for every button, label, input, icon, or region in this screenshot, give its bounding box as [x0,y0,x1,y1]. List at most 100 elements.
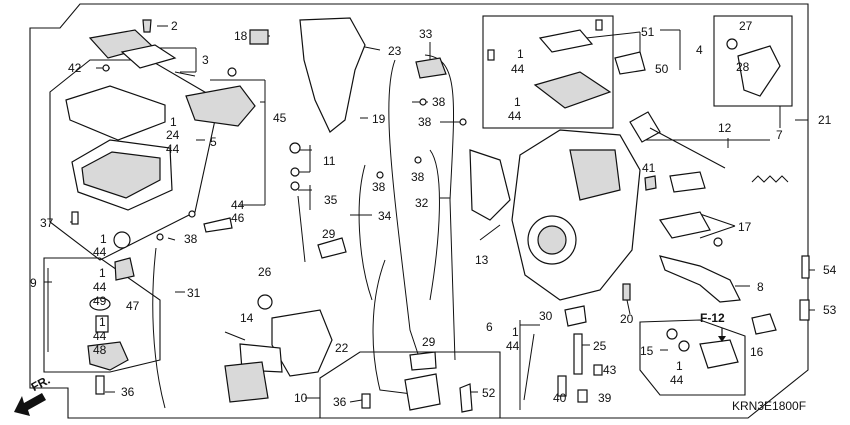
sensor-plug [669,171,706,193]
callout-44-a: 44 [166,142,180,156]
callout-35: 35 [324,193,338,207]
hot-start-valve [404,373,441,411]
callout-28: 28 [736,60,750,74]
callout-40: 40 [553,391,567,405]
callout-1-a: 1 [170,115,177,129]
plug-53 [799,299,810,321]
body-top [569,149,621,201]
bracket-29-a [317,237,347,259]
callout-numbers: 2 3 42 1 24 44 5 37 1 44 44 46 45 38 9 1… [30,19,837,409]
callout-38-b: 38 [432,95,446,109]
callout-14: 14 [240,311,254,325]
float-chamber-gasket [65,85,166,141]
callout-23: 23 [388,44,402,58]
elbow-8 [659,255,741,303]
hot-start-frame [319,351,501,419]
callout-7: 7 [776,128,783,142]
screw-36-lower [95,375,105,395]
screw-18 [249,29,269,45]
top-cover-frame [482,15,614,129]
callout-1-d: 1 [99,315,106,329]
callout-44-e: 44 [93,329,107,343]
callout-26: 26 [258,265,272,279]
cable-cover [299,17,366,133]
callout-30: 30 [539,309,553,323]
intake-flange [271,309,333,377]
callout-33: 33 [419,27,433,41]
connector-17 [659,211,711,239]
vent-fitting [142,19,152,33]
callout-10: 10 [294,391,308,405]
throttle-link-frame [713,15,793,107]
drain-plug [71,211,79,225]
washer [188,210,196,218]
jet-needle-frame [43,257,161,373]
callout-29-a: 29 [322,227,336,241]
top-cover-gasket [533,71,612,109]
jet-40 [557,375,567,397]
callout-53: 53 [823,303,837,317]
callout-1-e: 1 [517,47,524,61]
clip-38-b [459,118,467,126]
screw-small [102,64,110,72]
o-ring-11 [289,142,301,154]
callout-44-d: 44 [93,280,107,294]
throttle-plate [185,85,256,127]
fitting-16 [751,313,777,335]
vent-cap [120,44,177,69]
diagram-code: KRN3E1800F [732,399,806,413]
front-direction-arrow [14,393,46,416]
callout-51: 51 [641,25,655,39]
cover-plate [538,29,594,53]
callout-50: 50 [655,62,669,76]
jet-43 [593,364,603,376]
screw-54 [801,255,810,279]
callout-25: 25 [593,339,607,353]
callout-42: 42 [68,61,82,75]
callout-44-g: 44 [508,109,522,123]
callout-44-i: 44 [670,373,684,387]
bracket-29-b [409,351,437,371]
callout-45: 45 [273,111,287,125]
needle-jet-holder [87,341,129,371]
callout-54: 54 [823,263,837,277]
clip-38-a [419,98,427,106]
callout-1-f: 1 [514,95,521,109]
callout-36-b: 36 [333,395,347,409]
tps-frame [639,319,746,396]
clip-38-c [376,171,384,179]
callout-4: 4 [696,43,703,57]
callout-21: 21 [818,113,832,127]
callout-47: 47 [126,299,140,313]
callout-38-a: 38 [184,232,198,246]
clip [156,233,164,241]
callout-38-d: 38 [372,180,386,194]
front-label: FR. [29,373,53,394]
callout-9: 9 [30,276,37,290]
screw-51 [595,19,603,31]
spring-50 [614,51,646,75]
callout-6: 6 [486,320,493,334]
callout-13: 13 [475,253,489,267]
callout-34: 34 [378,209,392,223]
callout-32: 32 [415,196,429,210]
part-30 [564,305,587,327]
o-ring [113,231,131,249]
nut-28 [726,38,738,50]
venturi-inner [537,225,567,255]
callout-38-e: 38 [411,170,425,184]
needle-spring [95,315,109,333]
clip-38-d [414,156,422,164]
callout-8: 8 [757,280,764,294]
hose-joint [415,57,447,79]
callout-1-h: 1 [676,359,683,373]
adjuster-screw [203,217,233,233]
callout-31: 31 [187,286,201,300]
callout-49: 49 [93,294,107,308]
plate-screw [227,67,237,77]
screw-20 [622,283,631,301]
nut-17 [713,237,723,247]
callout-29-b: 29 [422,335,436,349]
callout-48: 48 [93,343,107,357]
